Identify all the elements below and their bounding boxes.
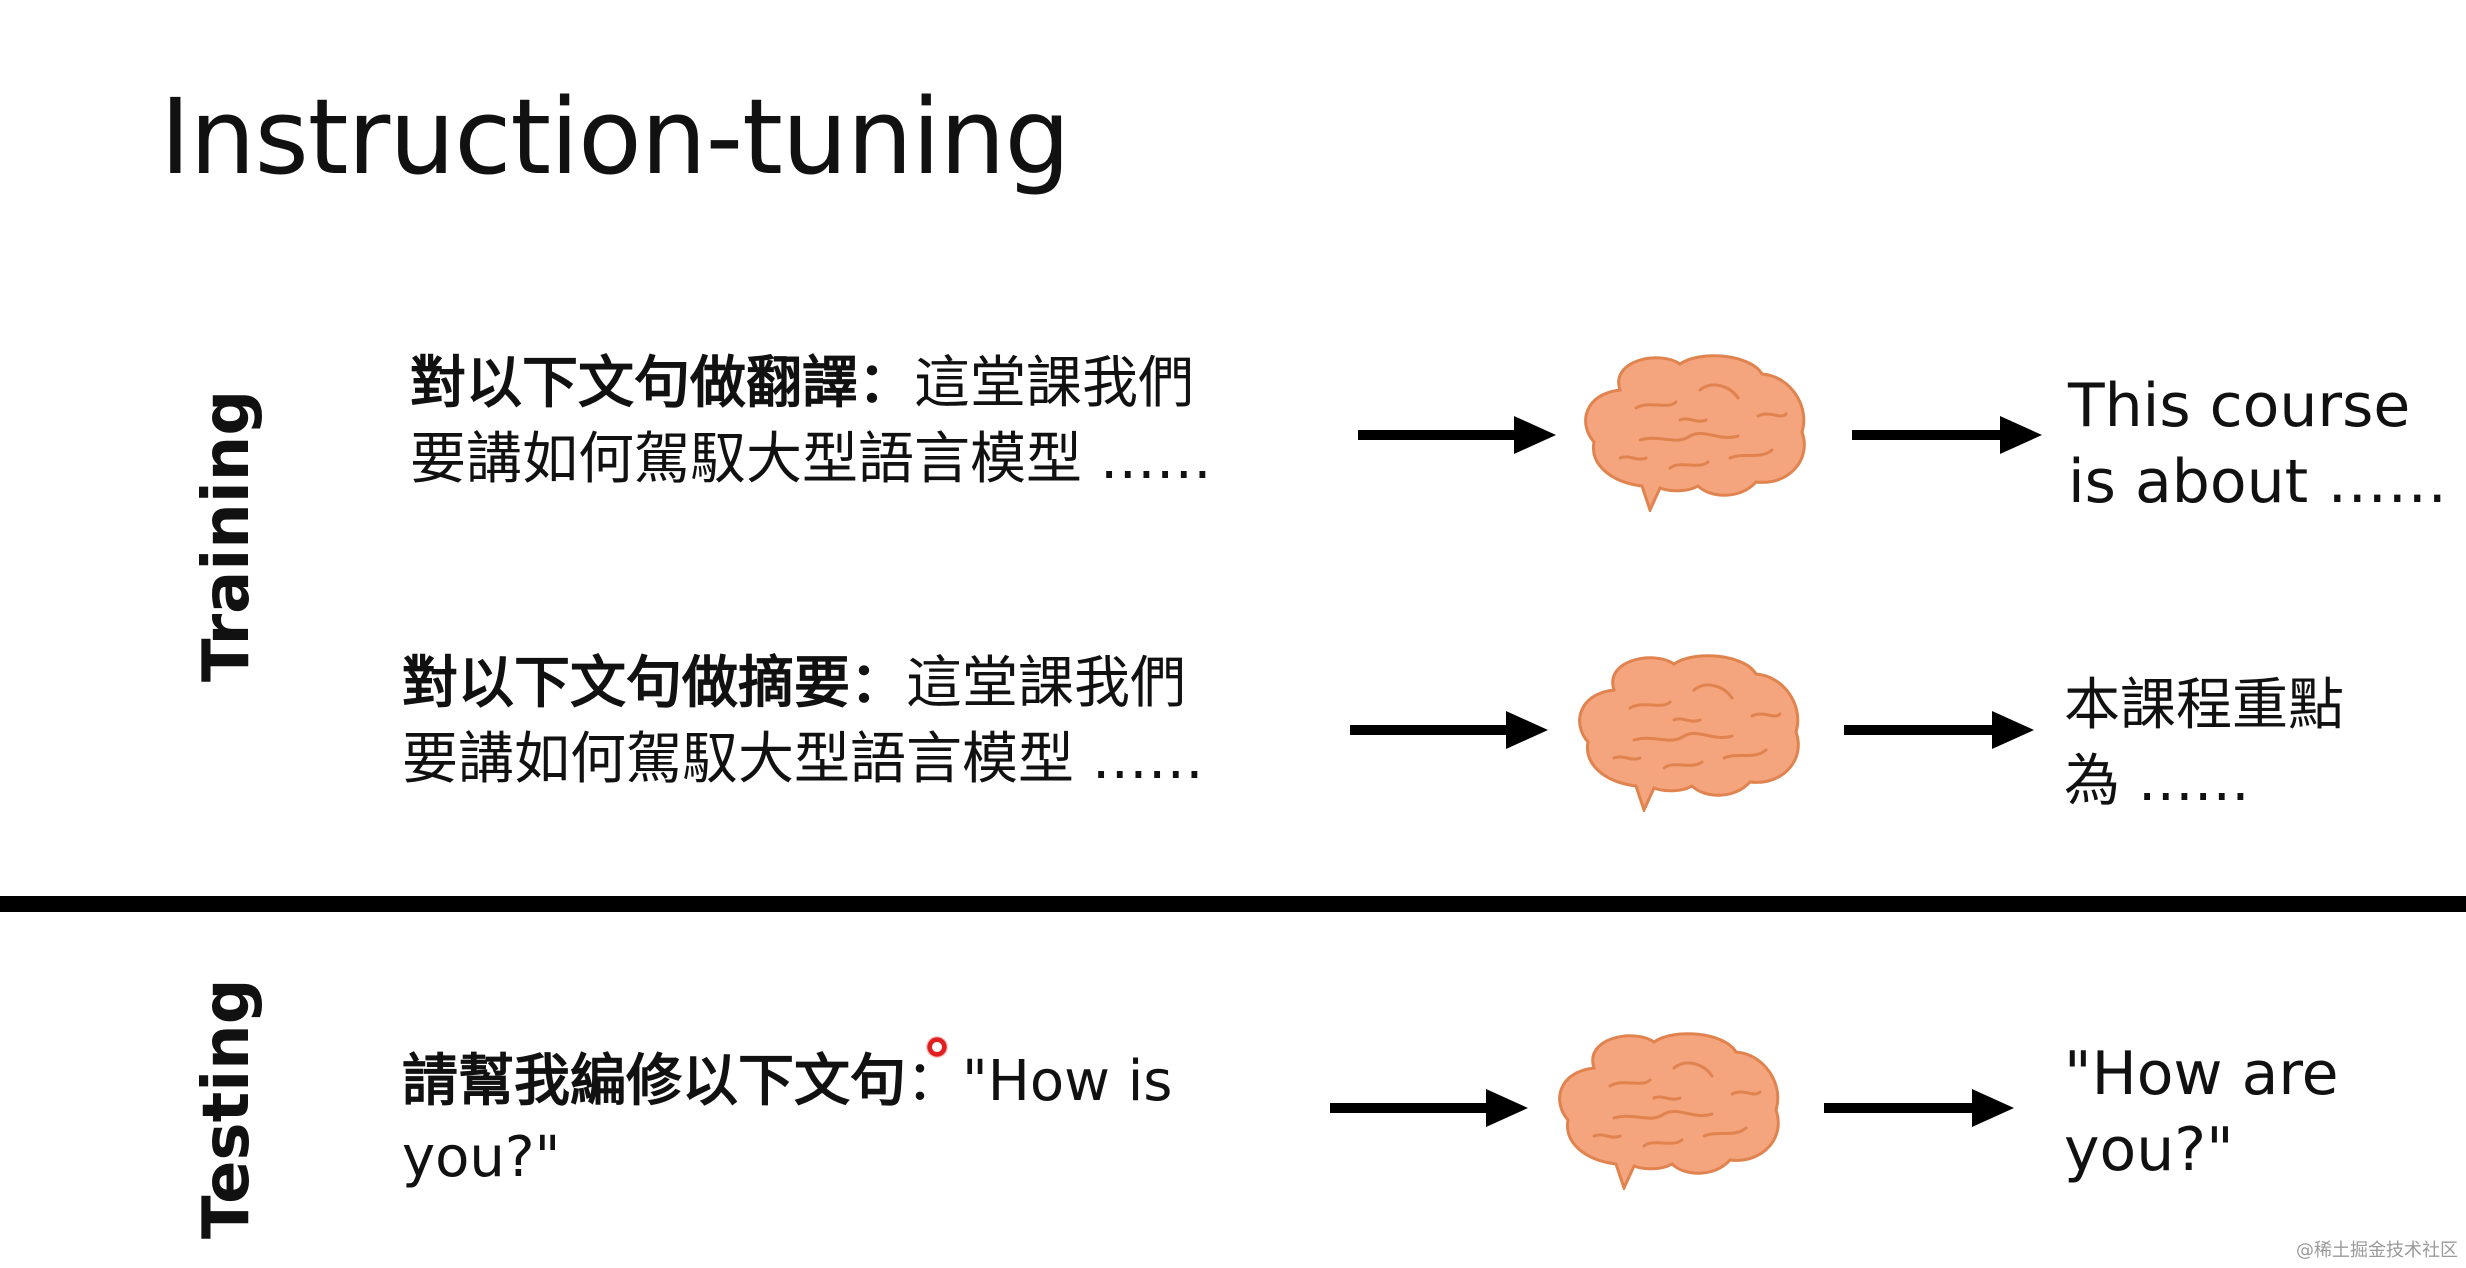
section-divider [0, 896, 2466, 912]
input-text-rest: ："How is [906, 1049, 1173, 1114]
testing-input-edit: 請幫我編修以下文句："How is you?" [402, 1044, 1172, 1196]
arrow-right-icon [1852, 416, 2042, 454]
brain-icon [1584, 354, 1806, 512]
output-line-2: 為 …… [2064, 749, 2250, 814]
input-line-2: 要講如何駕馭大型語言模型 …… [410, 427, 1212, 492]
output-line-2: is about …… [2068, 447, 2448, 517]
output-line-1: "How are [2064, 1039, 2339, 1109]
arrow-right-icon [1844, 711, 2034, 749]
training-output-summarize: 本課程重點 為 …… [2064, 668, 2344, 820]
input-line-1: 請幫我編修以下文句："How is [402, 1044, 1172, 1120]
output-line-2: you?" [2064, 1115, 2234, 1185]
arrow-right-icon [1350, 711, 1548, 749]
training-section-label: Training [190, 389, 264, 682]
training-input-summarize: 對以下文句做摘要：這堂課我們 要講如何駕馭大型語言模型 …… [402, 646, 1204, 798]
instruction-text: 對以下文句做摘要： [402, 651, 906, 716]
input-line-1: 對以下文句做摘要：這堂課我們 [402, 646, 1204, 722]
brain-icon [1578, 654, 1800, 812]
pointer-cursor-icon [926, 1036, 948, 1058]
input-line-2: you?" [402, 1125, 561, 1190]
arrow-right-icon [1358, 416, 1556, 454]
instruction-text: 請幫我編修以下文句 [402, 1049, 906, 1114]
input-line-1: 對以下文句做翻譯：這堂課我們 [410, 346, 1212, 422]
training-output-translate: This course is about …… [2068, 368, 2447, 520]
testing-output-edit: "How are you?" [2064, 1036, 2339, 1188]
output-line-1: This course [2068, 371, 2411, 441]
testing-section-label: Testing [190, 978, 264, 1239]
instruction-text: 對以下文句做翻譯： [410, 351, 914, 416]
slide-title: Instruction-tuning [160, 76, 1071, 198]
arrow-right-icon [1330, 1089, 1528, 1127]
arrow-right-icon [1824, 1089, 2014, 1127]
input-text-rest: 這堂課我們 [914, 351, 1194, 416]
brain-icon [1558, 1032, 1780, 1190]
watermark: @稀土掘金技术社区 [2296, 1240, 2458, 1261]
output-line-1: 本課程重點 [2064, 673, 2344, 738]
input-line-2: 要講如何駕馭大型語言模型 …… [402, 727, 1204, 792]
training-input-translate: 對以下文句做翻譯：這堂課我們 要講如何駕馭大型語言模型 …… [410, 346, 1212, 498]
input-text-rest: 這堂課我們 [906, 651, 1186, 716]
